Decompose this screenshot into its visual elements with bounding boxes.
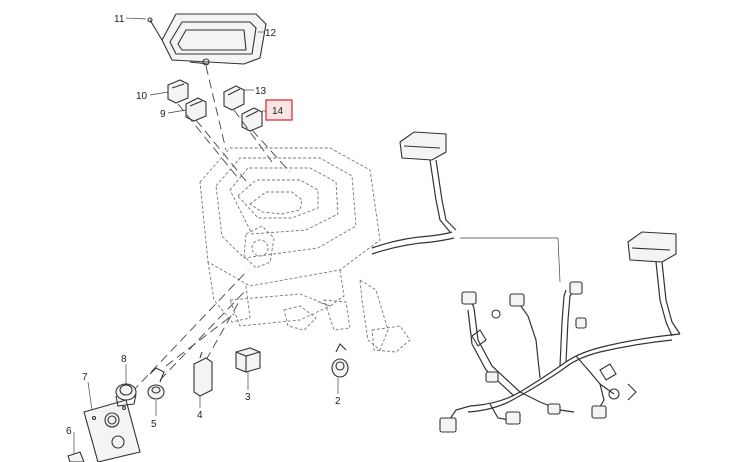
svg-text:4: 4 [197, 410, 203, 421]
part-9-switch[interactable] [185, 97, 207, 122]
svg-text:2: 2 [335, 396, 341, 407]
part-5-switch[interactable] [147, 367, 165, 400]
callout-5[interactable]: 5 [151, 419, 157, 430]
callout-10[interactable]: 10 [136, 91, 148, 102]
svg-text:14: 14 [272, 106, 284, 117]
console-body-ghost [199, 147, 411, 353]
part-11-screw[interactable] [147, 17, 163, 41]
callout-7[interactable]: 7 [82, 372, 88, 383]
callout-2[interactable]: 2 [335, 396, 341, 407]
part-4-relay[interactable] [193, 351, 213, 397]
part-2-holder[interactable] [331, 343, 349, 378]
callout-8[interactable]: 8 [121, 354, 127, 365]
svg-text:7: 7 [82, 372, 88, 383]
upper-harness-connector[interactable] [399, 131, 457, 233]
svg-text:11: 11 [114, 14, 125, 25]
svg-text:9: 9 [160, 109, 166, 120]
highlight-box [265, 99, 293, 121]
svg-text:5: 5 [151, 419, 157, 430]
callout-11[interactable]: 11 [114, 14, 125, 25]
callout-14-highlighted[interactable]: 14 [265, 99, 293, 121]
callout-9[interactable]: 9 [160, 109, 166, 120]
callout-13[interactable]: 13 [255, 86, 267, 97]
part-6-key[interactable] [67, 451, 85, 462]
part-10-switch[interactable] [167, 79, 189, 104]
part-14-switch[interactable] [241, 107, 263, 132]
svg-text:3: 3 [245, 392, 251, 403]
part-3-module[interactable] [235, 347, 261, 373]
part-8-ignition-switch[interactable] [115, 383, 137, 407]
callout-6[interactable]: 6 [66, 426, 72, 437]
svg-text:10: 10 [136, 91, 148, 102]
part-12-instrument-cluster[interactable] [161, 13, 267, 66]
svg-text:6: 6 [66, 426, 72, 437]
callout-12[interactable]: 12 [265, 28, 277, 39]
part-13-switch[interactable] [223, 85, 245, 111]
callout-4[interactable]: 4 [197, 410, 203, 421]
svg-text:8: 8 [121, 354, 127, 365]
part-7-switch-panel[interactable] [83, 399, 141, 462]
callout-3[interactable]: 3 [245, 392, 251, 403]
svg-text:12: 12 [265, 28, 277, 39]
svg-text:13: 13 [255, 86, 267, 97]
main-harness-assembly[interactable] [439, 231, 681, 433]
